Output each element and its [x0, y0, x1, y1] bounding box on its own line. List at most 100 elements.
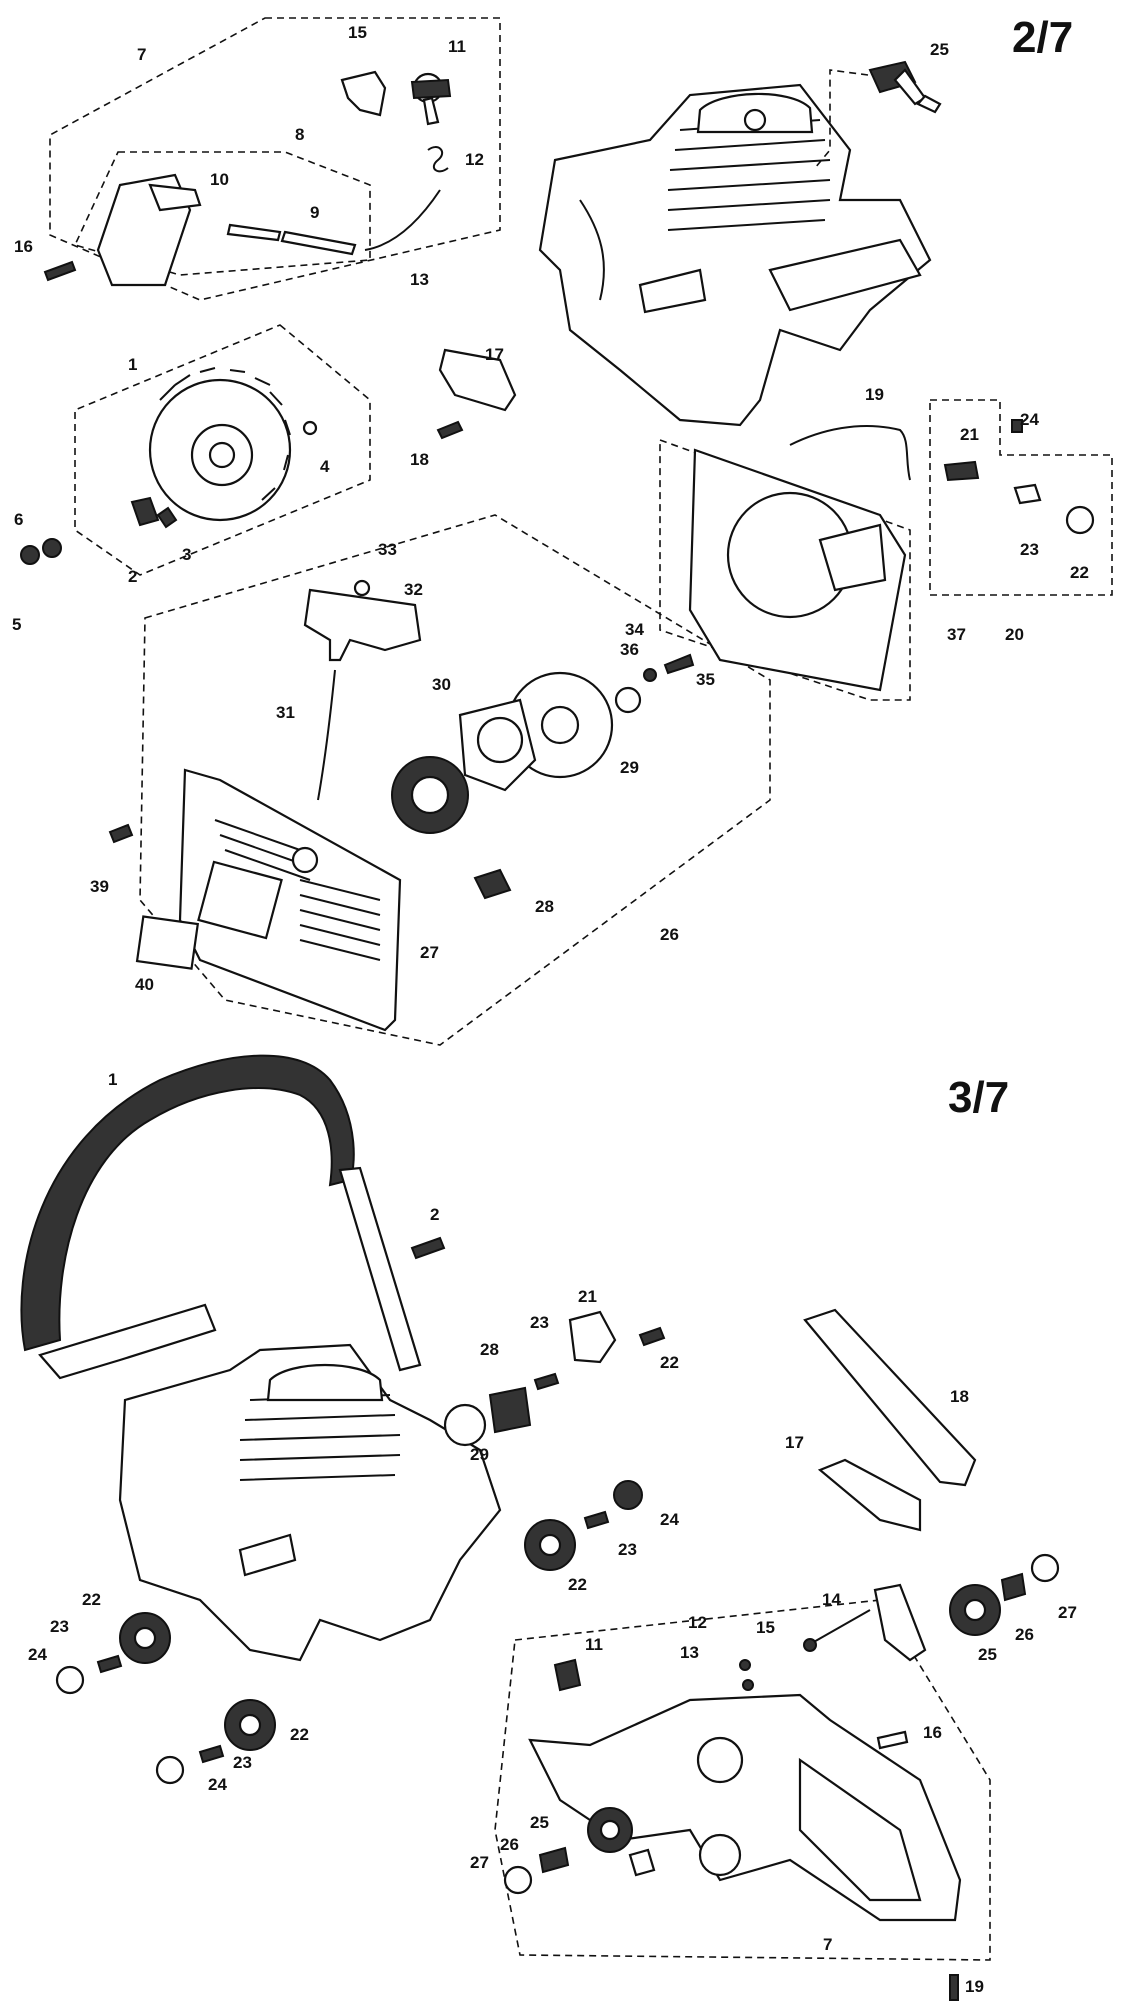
callout: 11: [585, 1635, 603, 1654]
cover-clip: [108, 823, 512, 970]
fuel-line-assembly: [96, 173, 441, 287]
callout: 21: [578, 1287, 597, 1306]
callout: 34: [625, 620, 644, 639]
callout: 26: [500, 1835, 519, 1854]
starter-handle: [303, 579, 422, 801]
callout: 40: [135, 975, 154, 994]
callout: 9: [310, 203, 319, 222]
callout: 2: [128, 567, 137, 586]
av-spring: [443, 1372, 560, 1447]
washer-and-bolt: [614, 653, 695, 714]
handlebar-screw: [410, 1236, 446, 1260]
callout: 28: [480, 1340, 499, 1359]
engine-block: [538, 83, 932, 427]
callout: 13: [410, 270, 429, 289]
callout: 30: [432, 675, 451, 694]
fan-housing: [688, 448, 907, 692]
choke-lever: [340, 70, 452, 126]
callout: 24: [208, 1775, 227, 1794]
callout: 1: [108, 1070, 117, 1089]
rear-handle: [528, 1693, 962, 1922]
callout: 27: [420, 943, 439, 962]
callout: 32: [404, 580, 423, 599]
callout: 29: [620, 758, 639, 777]
callout: 22: [290, 1725, 309, 1744]
sheet-3-7: 3/7: [20, 1054, 1077, 2001]
callout: 22: [568, 1575, 587, 1594]
spark-plug: [814, 60, 942, 169]
switch-parts: [943, 419, 1095, 535]
callout: 4: [320, 457, 330, 476]
av-mounts: [55, 1480, 643, 1785]
callout: 24: [660, 1510, 679, 1529]
callout: 22: [1070, 563, 1089, 582]
callout: 23: [233, 1753, 252, 1772]
group-outline-7: [49, 17, 501, 301]
hand-guard-plate: [803, 1308, 977, 1532]
bottom-screw: [949, 1974, 959, 2001]
flywheel: [148, 367, 292, 522]
spring: [427, 146, 449, 173]
callout: 18: [410, 450, 429, 469]
ignition-wire: [789, 424, 911, 481]
sheet-label: 3/7: [948, 1073, 1009, 1122]
callout: 28: [535, 897, 554, 916]
callout: 25: [978, 1645, 997, 1664]
bracket-clip: [568, 1310, 666, 1364]
callout: 23: [530, 1313, 549, 1332]
callout: 23: [618, 1540, 637, 1559]
gasket-plate: [436, 348, 517, 440]
callout: 27: [1058, 1603, 1077, 1622]
screw: [43, 260, 77, 282]
callout: 10: [210, 170, 229, 189]
callout: 8: [295, 125, 304, 144]
callout: 36: [620, 640, 639, 659]
callout: 37: [947, 625, 966, 644]
callout: 25: [530, 1813, 549, 1832]
callout: 31: [276, 703, 295, 722]
callout: 17: [485, 345, 504, 364]
callout: 15: [348, 23, 367, 42]
callout: 15: [756, 1618, 775, 1637]
callout: 3: [182, 545, 191, 564]
callout: 26: [660, 925, 679, 944]
callout: 1: [128, 355, 137, 374]
callout: 24: [28, 1645, 47, 1664]
callout: 26: [1015, 1625, 1034, 1644]
handlebar: [20, 1054, 422, 1380]
callout: 16: [14, 237, 33, 256]
spark-plug-leader: [814, 69, 869, 169]
callout: 22: [660, 1353, 679, 1372]
rear-mounts: [503, 1553, 1060, 1895]
starter-pulley: [391, 671, 614, 834]
callout: 18: [950, 1387, 969, 1406]
callout: 29: [470, 1445, 489, 1464]
group-outline-1: [74, 324, 371, 576]
callout: 6: [14, 510, 23, 529]
callout: 39: [90, 877, 109, 896]
callout: 14: [822, 1590, 841, 1609]
callout: 2: [430, 1205, 439, 1224]
callout: 13: [680, 1643, 699, 1662]
callout: 17: [785, 1433, 804, 1452]
callout: 22: [82, 1590, 101, 1609]
callout: 12: [465, 150, 484, 169]
callout: 25: [930, 40, 949, 59]
key-and-nuts: [20, 420, 318, 565]
group-outline-26: [139, 514, 771, 1046]
callout: 27: [470, 1853, 489, 1872]
callout: 21: [960, 425, 979, 444]
callout: 7: [823, 1935, 832, 1954]
sheet-label: 2/7: [1012, 13, 1073, 62]
callout: 19: [865, 385, 884, 404]
group-outline-20: [929, 399, 1113, 596]
callout: 5: [12, 615, 21, 634]
engine-lower: [118, 1343, 502, 1662]
sheet-2-7: 2/7: [12, 13, 1113, 1046]
callout: 7: [137, 45, 146, 64]
callout: 16: [923, 1723, 942, 1742]
group-outline-7: [494, 1599, 991, 1961]
callout: 20: [1005, 625, 1024, 644]
callout: 11: [448, 37, 466, 56]
